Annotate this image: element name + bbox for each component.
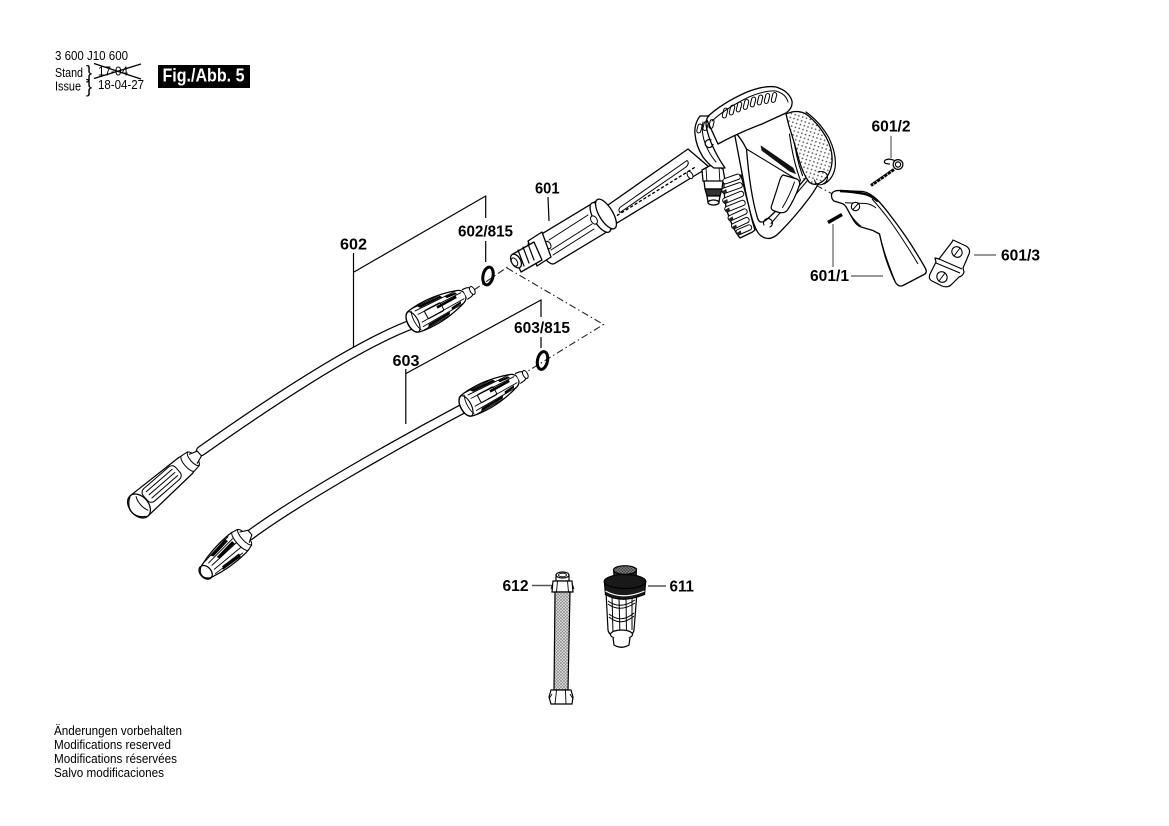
svg-text:Änderungen vorbehalten: Änderungen vorbehalten: [54, 723, 182, 738]
svg-text:603: 603: [393, 353, 420, 370]
svg-text:601: 601: [535, 181, 560, 198]
svg-text:3 600 J10 600: 3 600 J10 600: [55, 48, 128, 63]
svg-text:602: 602: [340, 237, 367, 254]
svg-text:Modifications reserved: Modifications reserved: [54, 737, 171, 752]
svg-text:611: 611: [670, 579, 695, 596]
svg-text:18-04-27: 18-04-27: [98, 77, 144, 92]
svg-text:}: }: [86, 63, 92, 83]
svg-text:Fig./Abb. 5: Fig./Abb. 5: [163, 65, 245, 86]
svg-text:}: }: [86, 77, 92, 97]
svg-text:Salvo modificaciones: Salvo modificaciones: [54, 765, 164, 780]
svg-text:603/815: 603/815: [514, 320, 570, 337]
svg-text:Issue: Issue: [55, 79, 81, 94]
svg-text:602/815: 602/815: [458, 224, 513, 241]
svg-text:601/1: 601/1: [810, 268, 849, 285]
svg-text:Stand: Stand: [55, 65, 83, 80]
svg-text:612: 612: [503, 578, 529, 595]
svg-text:Modifications réservées: Modifications réservées: [54, 751, 177, 766]
svg-text:601/3: 601/3: [1001, 248, 1040, 265]
svg-text:601/2: 601/2: [872, 119, 911, 136]
